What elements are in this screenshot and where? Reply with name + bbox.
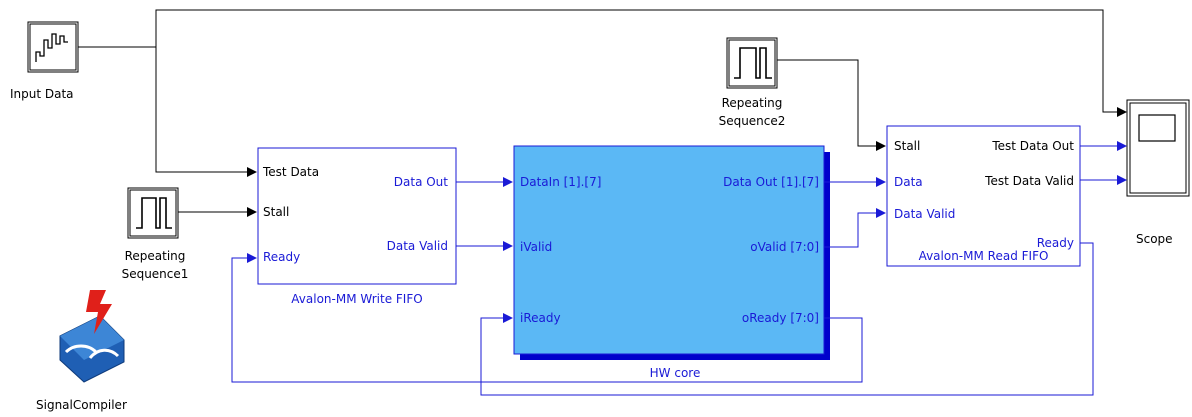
signal-compiler-icon[interactable]: [59, 290, 125, 383]
read-fifo-port-ready: Ready: [1036, 236, 1074, 250]
read-fifo-port-data: Data: [894, 175, 923, 189]
lightning-bolt-icon: [86, 290, 112, 334]
hw-core-port-oready: oReady [7:0]: [741, 311, 819, 325]
hw-core-port-dataout: Data Out [1].[7]: [723, 175, 819, 189]
repeating-sequence1-block[interactable]: [127, 187, 179, 239]
signal-waveform-icon: [35, 33, 68, 62]
repeating-sequence1-label-line1: Repeating: [124, 249, 186, 263]
signal-compiler-label: SignalCompiler: [36, 398, 127, 412]
repeating-sequence1-label: Repeating Sequence1: [100, 249, 210, 281]
write-fifo-port-dataout: Data Out: [393, 175, 448, 189]
hw-core-port-ovalid: oValid [7:0]: [750, 240, 819, 254]
input-data-block[interactable]: [27, 21, 79, 73]
read-fifo-port-datavalid: Data Valid: [894, 207, 956, 221]
read-fifo-port-testdataout: Test Data Out: [992, 139, 1074, 153]
pulse-waveform-icon: [136, 197, 172, 229]
repeating-sequence2-label: Repeating Sequence2: [697, 96, 807, 128]
read-fifo-block[interactable]: [886, 125, 1081, 267]
wire-ovalid-to-datavalid: [824, 208, 886, 248]
read-fifo-port-stall: Stall: [894, 139, 921, 153]
wire-readready-to-iready: [480, 242, 1094, 396]
write-fifo-port-testdata: Test Data: [263, 165, 320, 179]
write-fifo-port-stall: Stall: [263, 205, 290, 219]
scope-label: Scope: [1136, 232, 1173, 246]
scope-screen-icon: [1138, 114, 1176, 142]
read-fifo-port-testdatavalid: Test Data Valid: [985, 174, 1074, 188]
repeating-sequence1-label-line2: Sequence1: [121, 267, 189, 281]
wire-input-to-scope: [155, 9, 1127, 117]
wire-rs2-to-stall: [777, 59, 886, 151]
hw-core-block[interactable]: [513, 145, 825, 355]
hw-core-port-datain: DataIn [1].[7]: [520, 175, 602, 189]
hw-core-port-iready: iReady: [520, 311, 561, 325]
pulse-waveform-icon: [734, 47, 772, 79]
scope-block[interactable]: [1126, 99, 1190, 197]
wire-input-to-testdata: [155, 47, 257, 177]
wire-oready-to-writeready: [231, 253, 863, 383]
input-data-label: Input Data: [10, 87, 74, 101]
repeating-sequence2-label-line1: Repeating: [721, 96, 783, 110]
write-fifo-block[interactable]: [257, 147, 457, 285]
write-fifo-port-ready: Ready: [263, 250, 301, 264]
write-fifo-title: Avalon-MM Write FIFO: [291, 292, 423, 306]
repeating-sequence2-block[interactable]: [726, 37, 778, 89]
hw-core-title: HW core: [649, 366, 701, 380]
repeating-sequence2-label-line2: Sequence2: [718, 114, 786, 128]
hw-core-port-ivalid: iValid: [520, 240, 553, 254]
read-fifo-title: Avalon-MM Read FIFO: [918, 249, 1049, 263]
write-fifo-port-datavalid: Data Valid: [386, 239, 448, 253]
